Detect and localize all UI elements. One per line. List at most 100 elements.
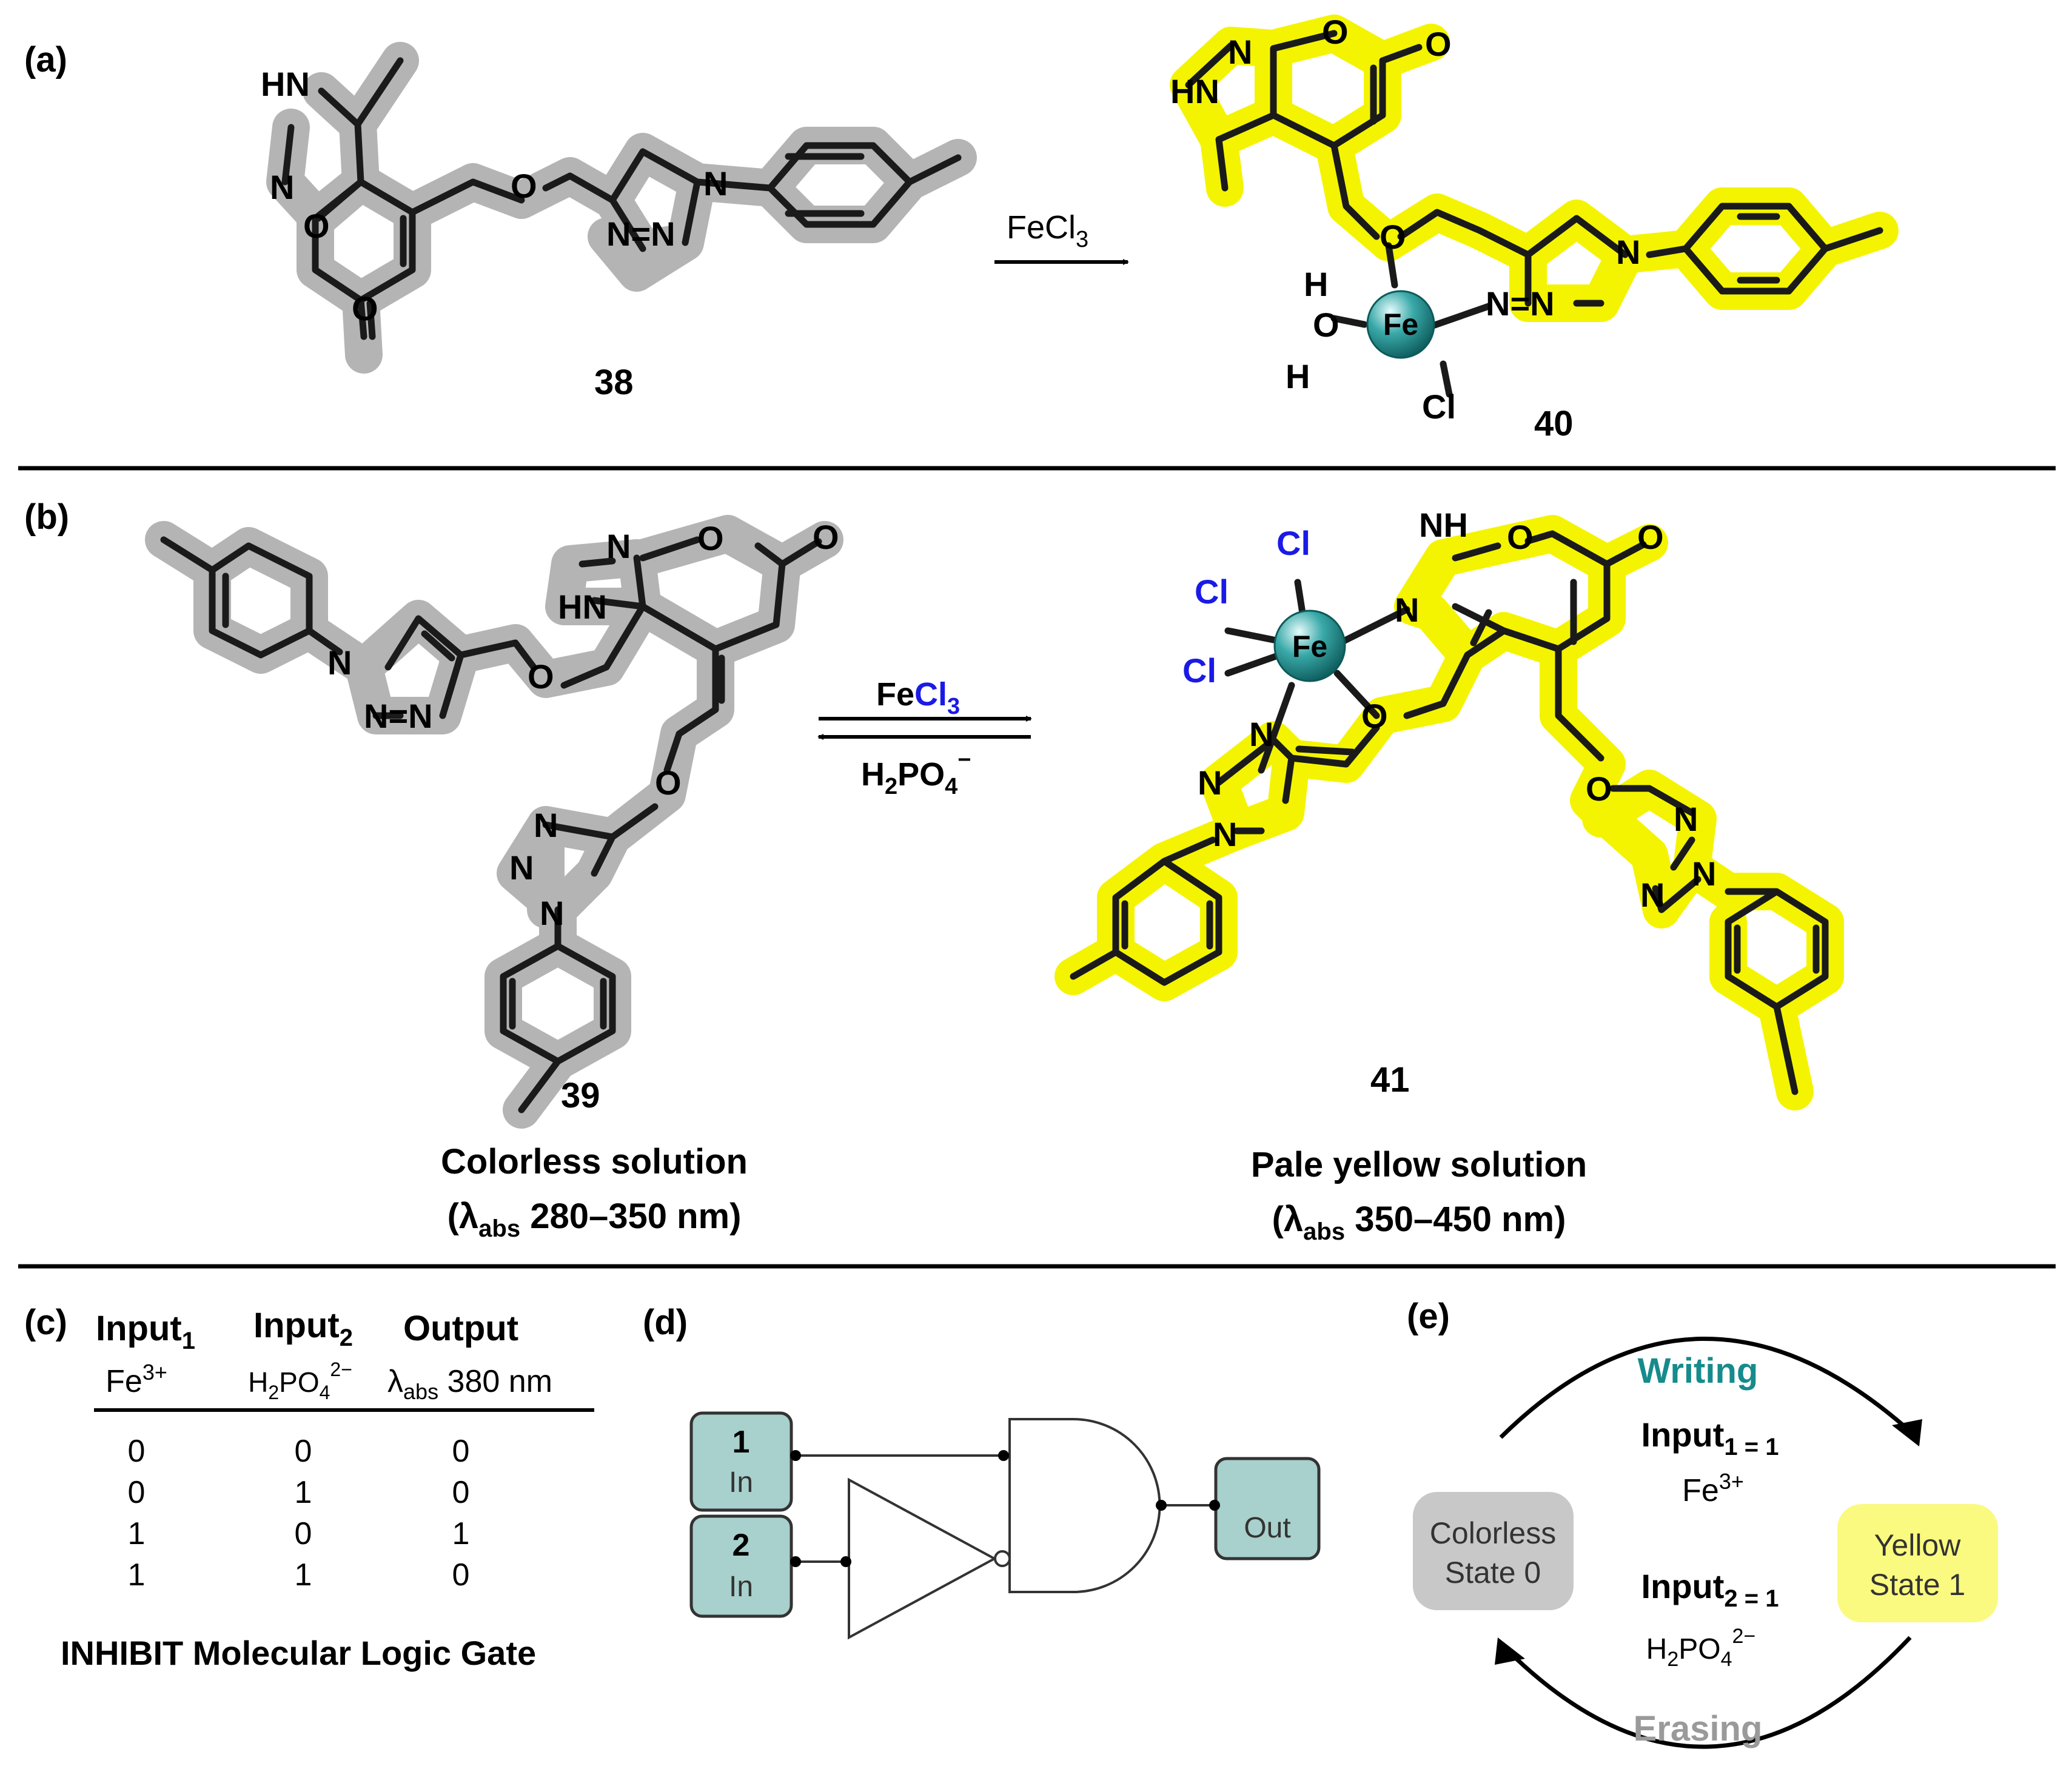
- input2-box: [689, 1514, 793, 1618]
- truth-cell: 0: [452, 1434, 470, 1469]
- truth-cell: 0: [128, 1475, 146, 1510]
- compound-38-label: 38: [594, 363, 634, 402]
- atom-n-39b: N: [534, 806, 558, 844]
- truth-cell: 1: [452, 1516, 470, 1551]
- reagent-fecl3-b: FeCl3: [876, 676, 960, 719]
- panel-e-label: (e): [1407, 1297, 1450, 1336]
- atom-nn-38: N=N: [606, 215, 676, 253]
- atom-o-ring-38: O: [303, 207, 330, 245]
- reagent-h2po4-b: H2PO4−: [861, 747, 971, 799]
- truth-cell: 1: [295, 1557, 312, 1593]
- compound-38-structure: HN N O O N N=N O: [261, 42, 977, 374]
- atom-n1-39b: N: [540, 894, 564, 932]
- subheader-fe3: Fe3+: [106, 1360, 167, 1399]
- atom-o-ring-39: O: [697, 519, 724, 557]
- atom-o-carbonyl-41: O: [1637, 518, 1664, 556]
- atom-cl2-41: Cl: [1195, 573, 1229, 611]
- input1-text: In: [729, 1466, 753, 1499]
- atom-n-41: N: [1395, 591, 1419, 629]
- atom-nn-40: N=N: [1486, 284, 1555, 323]
- atom-nh-41: NH: [1419, 506, 1468, 544]
- not-gate: [848, 1477, 997, 1640]
- state1-line2: State 1: [1869, 1568, 1965, 1602]
- truth-cell: 0: [295, 1434, 312, 1469]
- write-erase-cycle: Writing Erasing Input1 = 1 Fe3+ Input2 =…: [1413, 1337, 1998, 1749]
- atom-n1-38: N: [703, 164, 728, 203]
- atom-n2-41b: N: [1692, 855, 1716, 893]
- atom-o-carbonyl-40: O: [1425, 25, 1452, 63]
- compound-39-structure: N N=N O HN N O O O N N N: [145, 515, 843, 1129]
- writing-arrow: [1499, 1337, 1912, 1439]
- and-gate: [1008, 1418, 1161, 1593]
- atom-o-ether2-41: O: [1586, 770, 1612, 808]
- atom-n-38: N: [270, 168, 294, 206]
- atom-n-39: N: [606, 527, 631, 565]
- truth-table-caption: INHIBIT Molecular Logic Gate: [61, 1634, 536, 1672]
- atom-o-ether-40: O: [1380, 218, 1406, 256]
- atom-n1-41a: N: [1213, 815, 1237, 853]
- input1-number: 1: [733, 1425, 750, 1460]
- input2-number: 2: [733, 1528, 750, 1563]
- subheader-lambda380: λabs 380 nm: [387, 1364, 552, 1404]
- truth-cell: 1: [128, 1516, 146, 1551]
- atom-n1-41b: N: [1640, 876, 1665, 914]
- caption-colorless-lambda: (λabs 280–350 nm): [448, 1197, 742, 1242]
- truth-cell: 1: [128, 1557, 146, 1593]
- atom-h2-40: H: [1286, 357, 1310, 395]
- atom-o-carbonyl-38: O: [352, 289, 378, 327]
- subheader-h2po4: H2PO42−: [248, 1359, 352, 1403]
- writing-input1: Input1 = 1: [1641, 1416, 1779, 1460]
- compound-41-label: 41: [1370, 1060, 1410, 1100]
- atom-o-ether1-41: O: [1361, 697, 1388, 735]
- panel-b-label: (b): [24, 497, 69, 537]
- atom-n1-39a: N: [327, 643, 352, 682]
- atom-cl3-41: Cl: [1182, 651, 1216, 690]
- state1-line1: Yellow: [1874, 1528, 1962, 1562]
- atom-nn-39a: N=N: [364, 697, 433, 735]
- atom-fe-41: Fe: [1292, 630, 1327, 663]
- atom-o-water-40: O: [1313, 306, 1339, 344]
- panel-a-label: (a): [24, 40, 67, 79]
- reagent-fecl3-a: FeCl3: [1007, 209, 1088, 252]
- caption-yellow-lambda: (λabs 350–450 nm): [1272, 1200, 1566, 1245]
- erasing-label: Erasing: [1634, 1709, 1763, 1748]
- atom-o-ring-40: O: [1322, 13, 1349, 51]
- truth-cell: 0: [452, 1475, 470, 1510]
- atom-hn-38: HN: [261, 65, 310, 103]
- not-bubble: [994, 1550, 1011, 1567]
- erasing-input2: Input2 = 1: [1641, 1567, 1779, 1612]
- atom-n-40: N: [1228, 33, 1252, 71]
- header-input1: Input1: [96, 1309, 195, 1354]
- state0-box: [1413, 1492, 1574, 1610]
- compound-40-structure: HN N O O O N N=N H O H Cl Fe: [1170, 13, 1899, 426]
- truth-cell: 1: [295, 1475, 312, 1510]
- input1-box: [689, 1411, 793, 1512]
- atom-cl-40: Cl: [1422, 388, 1456, 426]
- truth-cell: 0: [295, 1516, 312, 1551]
- output-text: Out: [1244, 1512, 1290, 1544]
- atom-o-carbonyl-39: O: [813, 518, 839, 556]
- atom-o-ring-41: O: [1507, 518, 1534, 556]
- caption-colorless-solution: Colorless solution: [441, 1142, 748, 1181]
- iron-center-40: [1366, 290, 1435, 359]
- panel-c-label: (c): [24, 1303, 67, 1342]
- compound-41-structure: NH N O O O O N N N N N N Cl Cl Cl Fe: [1054, 506, 1844, 1110]
- atom-n3-41b: N: [1674, 800, 1698, 838]
- writing-label: Writing: [1638, 1351, 1759, 1391]
- header-output: Output: [403, 1309, 518, 1348]
- erasing-h2po4: H2PO42−: [1646, 1625, 1756, 1671]
- atom-n1-40: N: [1616, 233, 1640, 271]
- erasing-arrow: [1505, 1636, 1912, 1749]
- atom-o-ether1-39: O: [528, 657, 554, 696]
- compound-39-label: 39: [561, 1076, 600, 1115]
- atom-hn-39: HN: [558, 588, 607, 626]
- input2-text: In: [729, 1571, 753, 1603]
- atom-n2-39b: N: [509, 848, 534, 887]
- state0-line2: State 0: [1445, 1556, 1541, 1590]
- writing-fe3: Fe3+: [1682, 1469, 1744, 1508]
- caption-yellow-solution: Pale yellow solution: [1251, 1145, 1587, 1184]
- inhibit-gate-circuit: 1 In 2 In Out: [689, 1411, 1321, 1640]
- atom-o-ether-38: O: [511, 167, 537, 205]
